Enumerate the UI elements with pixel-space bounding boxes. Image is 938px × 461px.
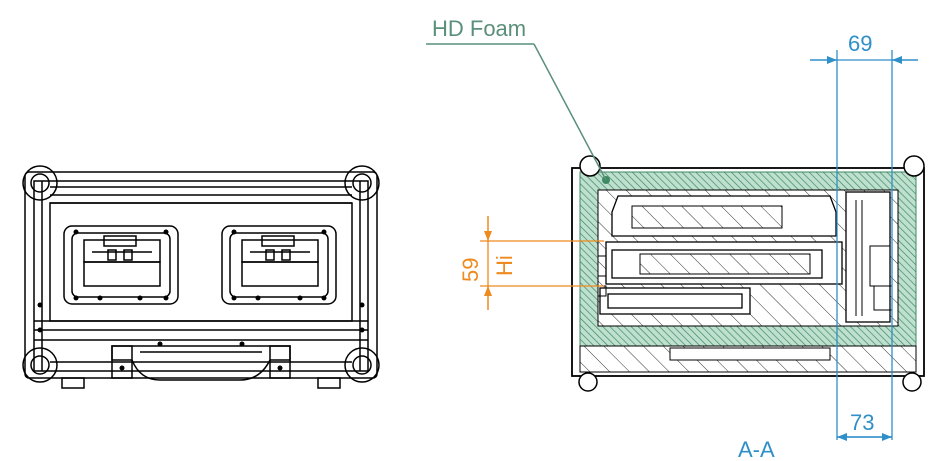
dimension-height-unit: Hi [492,255,517,276]
section-label: A-A [738,437,775,461]
dimension-bottom-label: 73 [850,410,874,435]
dimension-bottom: 73 [837,410,892,441]
dimension-height: 59 Hi [458,216,604,310]
section-view [571,155,925,392]
dimension-height-label: 59 [458,258,483,282]
dimension-top-label: 69 [848,31,872,56]
case-rivets [37,229,365,371]
foam-callout: HD Foam [426,16,607,181]
case-front-view [22,165,380,389]
foam-label: HD Foam [432,16,526,41]
dimension-top: 69 [810,31,918,440]
